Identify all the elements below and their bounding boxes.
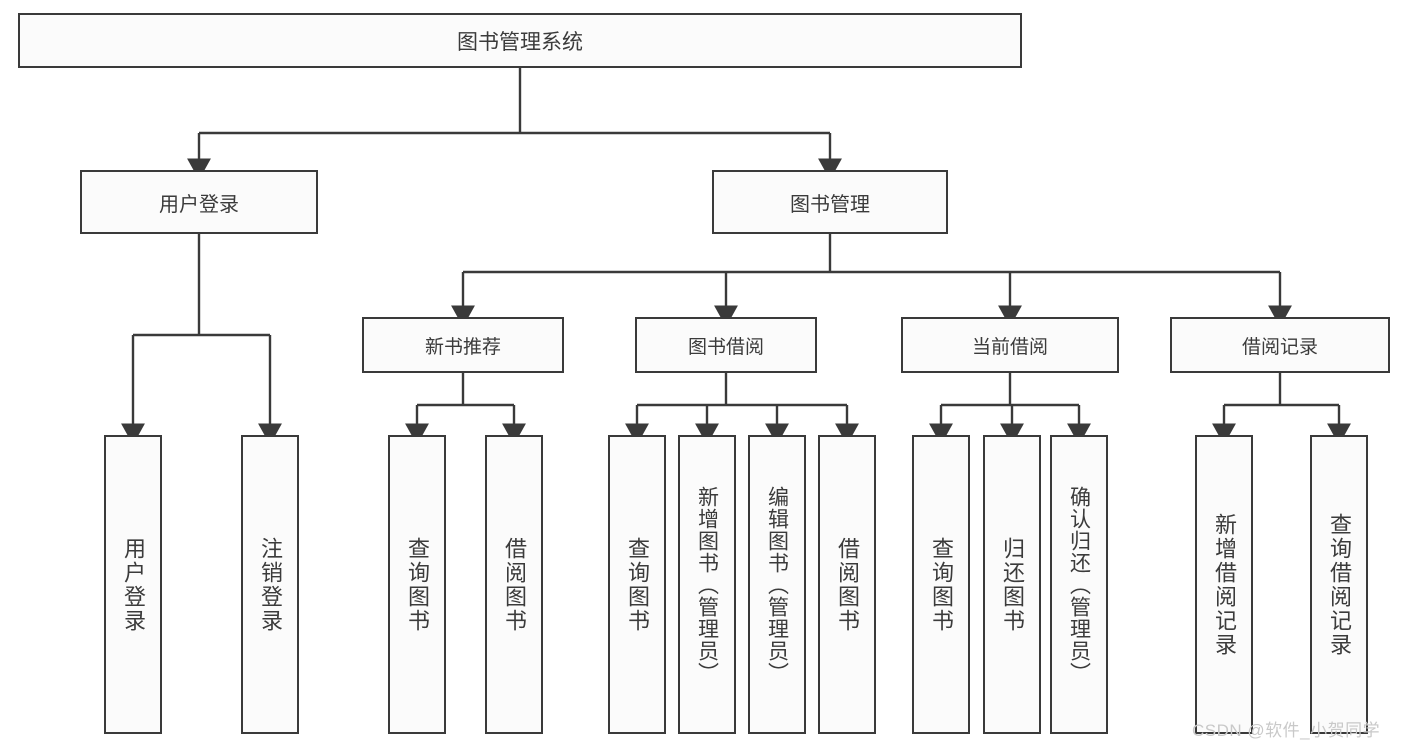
csdn-watermark: CSDN @软件_小贺同学 <box>1192 721 1381 740</box>
node-label: 借阅图书 <box>835 536 860 633</box>
node-level3-2: 当前借阅 <box>901 317 1119 373</box>
node-leaf-12: 查询借阅记录 <box>1310 435 1368 734</box>
node-label: 新增借阅记录 <box>1212 512 1237 657</box>
node-label: 借阅图书 <box>502 536 527 633</box>
node-label: 归还图书 <box>1000 536 1025 633</box>
node-leaf-5: 新增图书（管理员） <box>678 435 736 734</box>
node-leaf-10: 确认归还（管理员） <box>1050 435 1108 734</box>
node-label: 当前借阅 <box>971 336 1048 358</box>
node-label: 编辑图书（管理员） <box>765 485 789 684</box>
node-leaf-9: 归还图书 <box>983 435 1041 734</box>
node-level3-0: 新书推荐 <box>362 317 564 373</box>
node-label: 用户登录 <box>159 193 239 216</box>
node-leaf-1: 注销登录 <box>241 435 299 734</box>
node-label: 查询图书 <box>929 536 954 633</box>
node-leaf-11: 新增借阅记录 <box>1195 435 1253 734</box>
node-level2-0: 用户登录 <box>80 170 318 234</box>
node-leaf-6: 编辑图书（管理员） <box>748 435 806 734</box>
node-level2-1: 图书管理 <box>712 170 948 234</box>
node-leaf-0: 用户登录 <box>104 435 162 734</box>
node-root-图书管理系统: 图书管理系统 <box>18 13 1022 68</box>
node-leaf-8: 查询图书 <box>912 435 970 734</box>
node-label: 用户登录 <box>121 536 146 633</box>
node-label: 查询借阅记录 <box>1327 512 1352 657</box>
node-label: 图书管理 <box>790 193 870 216</box>
node-leaf-4: 查询图书 <box>608 435 666 734</box>
node-leaf-3: 借阅图书 <box>485 435 543 734</box>
node-label: 图书借阅 <box>687 336 764 358</box>
node-label: 新书推荐 <box>424 336 501 358</box>
node-label: 查询图书 <box>625 536 650 633</box>
node-leaf-2: 查询图书 <box>388 435 446 734</box>
node-level3-3: 借阅记录 <box>1170 317 1390 373</box>
node-leaf-7: 借阅图书 <box>818 435 876 734</box>
node-label: 查询图书 <box>405 536 430 633</box>
node-label: 新增图书（管理员） <box>695 485 719 684</box>
node-label: 图书管理系统 <box>457 30 583 54</box>
node-label: 借阅记录 <box>1241 336 1318 358</box>
node-label: 确认归还（管理员） <box>1067 485 1091 684</box>
node-level3-1: 图书借阅 <box>635 317 817 373</box>
node-label: 注销登录 <box>258 536 283 633</box>
